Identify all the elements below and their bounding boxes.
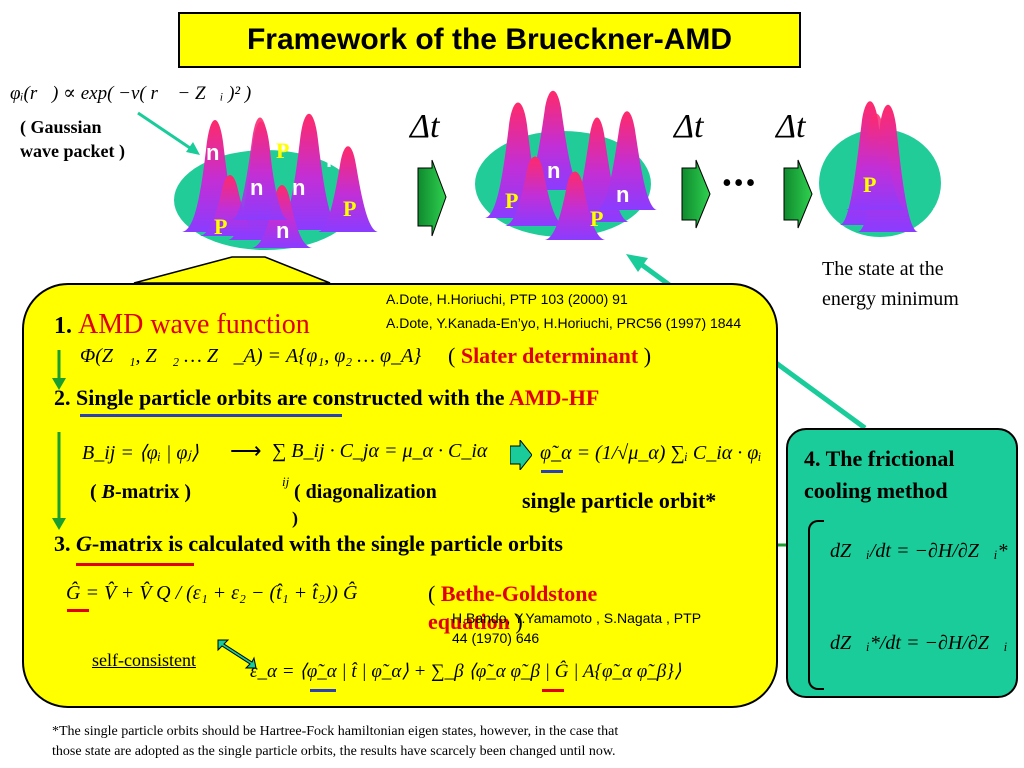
b-matrix-label: ( B-matrix ) bbox=[90, 481, 191, 504]
orbit-arrow bbox=[510, 440, 532, 470]
cooling-equation-1: dZ⃗ᵢ/dt = −∂H/∂Z⃗ᵢ* bbox=[830, 540, 1008, 562]
step-1-heading: 1. AMD wave function bbox=[54, 309, 310, 341]
note-close: ) bbox=[515, 609, 523, 634]
neutron-label: n bbox=[292, 175, 306, 200]
neutron-label: n bbox=[326, 147, 340, 172]
amd-steps-panel bbox=[22, 283, 778, 708]
flow-arrow-1-2 bbox=[52, 350, 66, 390]
step-2-text: Single particle orbits are constructed w… bbox=[76, 385, 505, 410]
proton-label: P bbox=[590, 206, 604, 231]
time-step-arrow bbox=[783, 159, 813, 229]
wavepacket-label-1: ( Gaussian bbox=[20, 117, 102, 137]
diagonalization-label-1: ( diagonalization bbox=[294, 481, 437, 503]
step-3-underline bbox=[76, 563, 194, 566]
nucleus-intermediate bbox=[475, 90, 657, 240]
step-2-underline bbox=[80, 414, 342, 417]
slater-note: Slater determinant bbox=[460, 343, 639, 368]
proton-label: P bbox=[214, 214, 228, 239]
note-close: ) bbox=[643, 343, 652, 368]
delta-t-label: Δt bbox=[410, 108, 440, 145]
flow-arrow-2-3 bbox=[52, 432, 66, 530]
note-open: ( bbox=[448, 343, 456, 368]
single-particle-energy-formula: ε_α = ⟨φ̃_α | t̂ | φ̃_α⟩ + ∑_β ⟨φ̃_α φ̃_… bbox=[250, 661, 682, 682]
wavepacket-formula: φᵢ(r⃗) ∝ exp( −ν( r⃗ − Z⃗ᵢ )² ) bbox=[10, 83, 252, 104]
cooling-equation-2: dZ⃗ᵢ*/dt = −∂H/∂Z⃗ᵢ bbox=[830, 632, 1008, 654]
energy-min-label-1: The state at the bbox=[822, 258, 944, 280]
citation-3-line-2: 44 (1970) 646 bbox=[452, 630, 540, 646]
step-1-formula: Φ(Z⃗₁, Z⃗₂ … Z⃗_A) = A{φ₁, φ₂ … φ_A} bbox=[80, 345, 422, 367]
wave-packet-peak bbox=[846, 113, 906, 210]
time-step-arrow bbox=[681, 159, 711, 229]
b-matrix-formula: B_ij = ⟨φᵢ | φⱼ⟩ bbox=[82, 442, 199, 464]
proton-label: P bbox=[343, 196, 357, 221]
bethe-goldstone-formula: Ĝ = V̂ + V̂ Q / (ε₁ + ε₂ − (t̂₁ + t̂₂)) … bbox=[66, 582, 358, 604]
self-consistent-arrow bbox=[217, 639, 257, 669]
wave-packet-peak bbox=[505, 156, 565, 226]
epsilon-underline-1 bbox=[310, 689, 336, 692]
wave-packet-peak bbox=[200, 175, 260, 236]
neutron-label: n bbox=[250, 175, 264, 200]
step-3-heading: 3. G-matrix is calculated with the singl… bbox=[54, 531, 563, 557]
citation-2: A.Dote, Y.Kanada-En’yo, H.Horiuchi, PRC5… bbox=[386, 315, 742, 331]
orbit-formula: φ̃_α = (1/√μ_α) ∑ᵢ C_iα · φᵢ bbox=[540, 442, 762, 464]
delta-t-label: Δt bbox=[776, 108, 806, 145]
neutron-label: n bbox=[276, 218, 290, 243]
proton-label: P bbox=[276, 138, 290, 163]
epsilon-underline-2 bbox=[542, 689, 564, 692]
amd-hf-label: AMD-HF bbox=[508, 385, 600, 410]
neutron-label: n bbox=[932, 200, 946, 225]
b-rest: -matrix ) bbox=[115, 481, 192, 503]
g-hat-underline bbox=[67, 609, 89, 612]
step-2-heading: 2. Single particle orbits are constructe… bbox=[54, 385, 599, 411]
single-particle-orbit-label: single particle orbit* bbox=[522, 488, 717, 513]
step-1-number: 1. bbox=[54, 313, 72, 339]
citation-3-line-1: H.Bando, Y.Yamamoto , S.Nagata , PTP bbox=[452, 610, 702, 626]
wave-packet-peak bbox=[545, 171, 605, 240]
expansion-callout bbox=[133, 256, 331, 284]
page-title: Framework of the Brueckner-AMD bbox=[178, 12, 801, 68]
wavepacket-label-2: wave packet ) bbox=[20, 141, 125, 161]
diagonalization-label-2: ) bbox=[292, 508, 298, 528]
step-3-text: -matrix is calculated with the single pa… bbox=[91, 531, 563, 556]
cooling-title-2: cooling method bbox=[804, 478, 948, 503]
time-step-arrow bbox=[417, 159, 447, 237]
delta-t-label: Δt bbox=[674, 108, 704, 145]
cooling-title-1: 4. The frictional bbox=[804, 446, 955, 471]
nucleus-final bbox=[819, 101, 941, 237]
nucleus-initial bbox=[174, 113, 378, 250]
wave-packet-peak bbox=[232, 117, 288, 220]
sum-subscript: ij bbox=[282, 474, 290, 489]
step-2-number: 2. bbox=[54, 385, 71, 410]
neutron-label: n bbox=[547, 158, 561, 183]
cooling-brace bbox=[808, 520, 824, 690]
diagonalization-formula: ∑ B_ij · C_jα = μ_α · C_iα bbox=[272, 440, 488, 462]
step-3-number: 3. bbox=[54, 531, 71, 556]
proton-label: P bbox=[505, 188, 519, 213]
b-letter: B bbox=[101, 481, 116, 503]
step-1-title: AMD wave function bbox=[78, 309, 310, 340]
neutron-label: n bbox=[616, 182, 630, 207]
note-open: ( bbox=[428, 581, 436, 606]
bethe-goldstone-label: Bethe-Goldstone bbox=[440, 581, 598, 606]
wave-packet-peak bbox=[318, 146, 378, 232]
equation-label: equation bbox=[428, 609, 510, 634]
b-matrix-arrow: ⟶ bbox=[230, 438, 262, 463]
energy-min-label-2: energy minimum bbox=[822, 288, 959, 310]
wave-packet-peak bbox=[597, 111, 657, 210]
wave-packet-peak bbox=[276, 113, 342, 230]
neutron-label: n bbox=[206, 140, 220, 165]
citation-1: A.Dote, H.Horiuchi, PTP 103 (2000) 91 bbox=[386, 291, 628, 307]
ellipsis: ••• bbox=[722, 168, 758, 199]
step-1-note: ( Slater determinant ) bbox=[448, 343, 651, 369]
self-consistent-label: self-consistent bbox=[92, 650, 196, 670]
proton-label: P bbox=[863, 172, 877, 197]
footnote-line-2: those state are adopted as the single pa… bbox=[52, 744, 616, 759]
cooling-panel bbox=[786, 428, 1018, 698]
footnote-line-1: *The single particle orbits should be Ha… bbox=[52, 724, 619, 739]
orbit-underline-1 bbox=[541, 470, 563, 473]
b-open: ( bbox=[90, 481, 97, 503]
step-3-g: G bbox=[76, 531, 92, 556]
step-3-note: ( Bethe-Goldstone equation ) bbox=[428, 580, 597, 636]
